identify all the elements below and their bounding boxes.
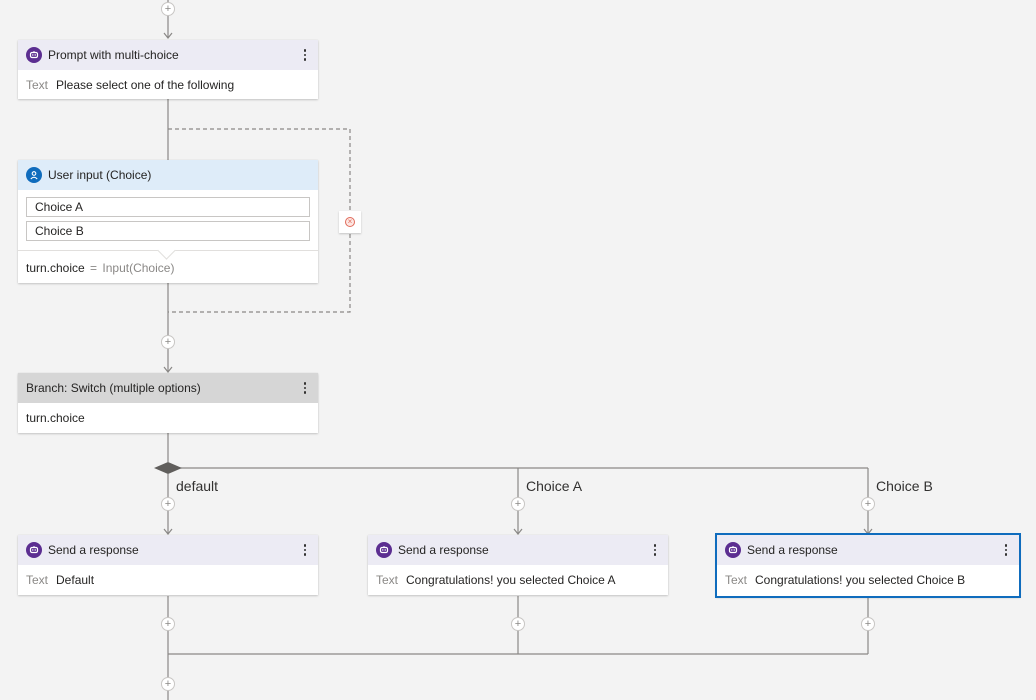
card-title: Send a response (48, 543, 139, 557)
bot-icon (725, 542, 741, 558)
add-node-button-after-choice-b[interactable]: + (861, 617, 875, 631)
card-title: Branch: Switch (multiple options) (26, 381, 201, 395)
card-body: turn.choice (18, 403, 318, 433)
more-options-icon[interactable] (298, 46, 312, 64)
more-options-icon[interactable] (298, 541, 312, 559)
text-value: Default (56, 573, 95, 587)
prompt-multi-choice-card[interactable]: Prompt with multi-choice Text Please sel… (18, 40, 318, 99)
bot-icon (26, 542, 42, 558)
text-label: Text (376, 573, 399, 587)
text-value: Congratulations! you selected Choice B (755, 573, 966, 587)
card-title: User input (Choice) (48, 168, 152, 182)
card-header: User input (Choice) (18, 160, 318, 190)
branch-condition: turn.choice (26, 411, 85, 425)
user-icon (26, 167, 42, 183)
choice-field-b[interactable]: Choice B (26, 221, 310, 241)
more-options-icon[interactable] (999, 541, 1013, 559)
divider-notch (157, 241, 176, 260)
card-title: Send a response (398, 543, 489, 557)
send-response-card-default[interactable]: Send a response Text Default (18, 535, 318, 595)
add-node-button-before-branch[interactable]: + (161, 335, 175, 349)
card-body: Text Congratulations! you selected Choic… (716, 565, 1020, 595)
assignment-line: turn.choice = Input(Choice) (26, 261, 182, 275)
send-response-card-choice-a[interactable]: Send a response Text Congratulations! yo… (368, 535, 668, 595)
assign-variable: turn.choice (26, 261, 85, 275)
card-header: Send a response (18, 535, 318, 565)
add-node-button-choice-b[interactable]: + (861, 497, 875, 511)
card-body: Text Congratulations! you selected Choic… (368, 565, 668, 595)
text-label: Text (725, 573, 748, 587)
add-node-button-top[interactable]: + (161, 2, 175, 16)
error-handler-button[interactable]: × (339, 211, 361, 233)
text-label: Text (26, 78, 49, 92)
text-value: Congratulations! you selected Choice A (406, 573, 616, 587)
add-node-button-choice-a[interactable]: + (511, 497, 525, 511)
text-value: Please select one of the following (56, 78, 235, 92)
assign-expression: Input(Choice) (102, 261, 175, 275)
card-header: Prompt with multi-choice (18, 40, 318, 70)
add-node-button-default[interactable]: + (161, 497, 175, 511)
more-options-icon[interactable] (298, 379, 312, 397)
bot-icon (376, 542, 392, 558)
choice-field-a[interactable]: Choice A (26, 197, 310, 217)
card-body: Text Default (18, 565, 318, 595)
card-header: Send a response (717, 535, 1019, 565)
error-handler-icon: × (345, 217, 355, 227)
add-node-button-after-default[interactable]: + (161, 617, 175, 631)
card-title: Send a response (747, 543, 838, 557)
add-node-button-bottom[interactable]: + (161, 677, 175, 691)
card-body: Text Please select one of the following (18, 70, 318, 100)
branch-case-choice-b: Choice B (876, 478, 933, 494)
add-node-button-after-choice-a[interactable]: + (511, 617, 525, 631)
user-input-choice-card[interactable]: User input (Choice) Choice A Choice B tu… (18, 160, 318, 283)
send-response-card-choice-b[interactable]: Send a response Text Congratulations! yo… (715, 533, 1021, 598)
text-label: Text (26, 573, 49, 587)
more-options-icon[interactable] (648, 541, 662, 559)
branch-case-default: default (176, 478, 219, 494)
assign-operator: = (90, 261, 98, 275)
card-header: Branch: Switch (multiple options) (18, 373, 318, 403)
card-title: Prompt with multi-choice (48, 48, 179, 62)
branch-case-choice-a: Choice A (526, 478, 583, 494)
branch-switch-card[interactable]: Branch: Switch (multiple options) turn.c… (18, 373, 318, 433)
card-header: Send a response (368, 535, 668, 565)
bot-icon (26, 47, 42, 63)
